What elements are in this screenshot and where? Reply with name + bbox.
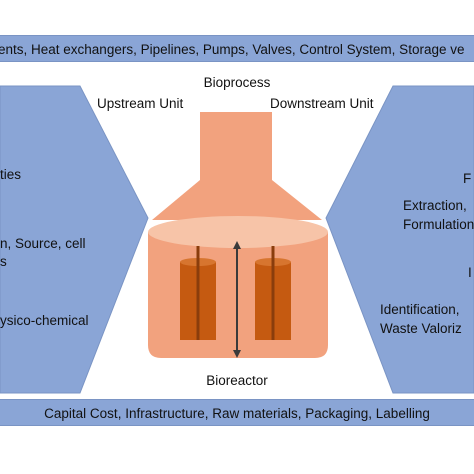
- equipment-bar: ents, Heat exchangers, Pipelines, Pumps,…: [0, 35, 474, 62]
- downstream-text-3: Formulation: [403, 217, 474, 232]
- downstream-text-2: Extraction,: [403, 198, 467, 213]
- downstream-label: Downstream Unit: [270, 96, 374, 111]
- shaft-arrow-bottom: [233, 350, 241, 358]
- downstream-text-6: Waste Valoriz: [380, 321, 462, 336]
- bioprocess-label: Bioprocess: [203, 75, 271, 90]
- cost-bar: Capital Cost, Infrastructure, Raw materi…: [0, 399, 474, 426]
- vessel-top: [148, 216, 328, 248]
- downstream-text-5: Identification,: [380, 302, 460, 317]
- upstream-text-2: n, Source, cell: [0, 236, 86, 251]
- upstream-text-4: ysico-chemical: [0, 313, 89, 328]
- upstream-panel: [0, 85, 149, 394]
- vessel-neck: [152, 112, 322, 220]
- upstream-text-3: s: [0, 254, 7, 269]
- downstream-text-4: I: [468, 265, 472, 280]
- downstream-text-1: F: [463, 171, 472, 186]
- bioreactor-label: Bioreactor: [206, 373, 268, 388]
- equipment-bar-text: ents, Heat exchangers, Pipelines, Pumps,…: [0, 42, 465, 57]
- cost-bar-text: Capital Cost, Infrastructure, Raw materi…: [44, 406, 430, 421]
- downstream-panel: [325, 85, 474, 394]
- shaft-arrow-top: [233, 241, 241, 249]
- upstream-label: Upstream Unit: [97, 96, 184, 111]
- upstream-text-1: ties: [0, 167, 22, 182]
